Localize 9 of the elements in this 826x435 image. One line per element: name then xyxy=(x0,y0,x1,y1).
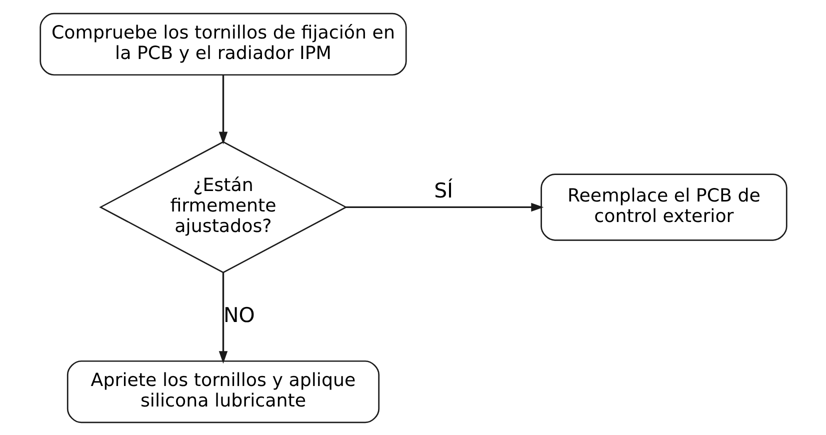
edge-label: NO xyxy=(222,302,254,326)
node-box: Reemplace el PCB de control exterior xyxy=(540,173,787,240)
arrow xyxy=(346,202,544,212)
arrow xyxy=(218,272,228,364)
edge-label: SÍ xyxy=(434,178,453,202)
arrow xyxy=(218,74,228,144)
node-box: Apriete los tornillos y aplique silicona lubricante xyxy=(66,360,380,423)
node-box: Compruebe los tornillos de fijación en la PCB y el radiador IPM xyxy=(39,12,406,76)
node-diamond: ¿Están firmemente ajustados? xyxy=(98,140,347,273)
